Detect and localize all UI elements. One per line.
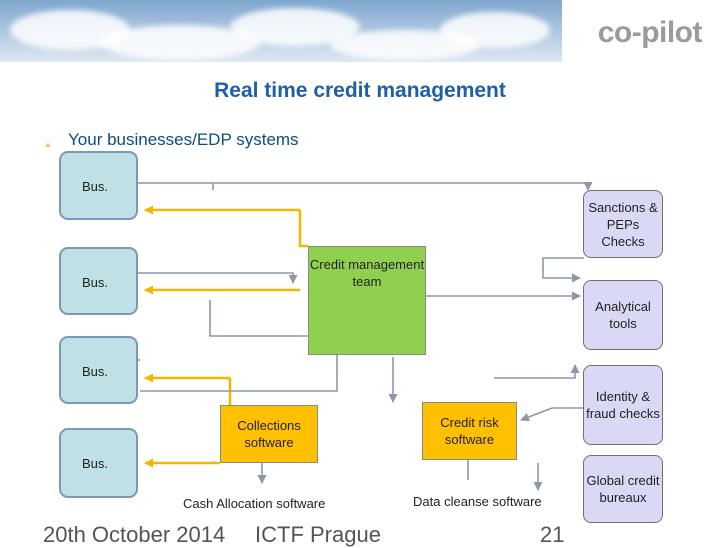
collections-box: Collections software: [220, 405, 318, 463]
header-banner: co-pilot: [0, 0, 720, 62]
page-number: 21: [540, 522, 565, 547]
co-pilot-logo: co-pilot: [597, 16, 703, 49]
bullet-icon: ▲: [44, 140, 52, 149]
identity-fraud-box: Identity & fraud checks: [583, 365, 663, 445]
footer-event: ICTF Prague: [255, 522, 381, 547]
data-cleanse-label: Data cleanse software: [413, 494, 542, 509]
bus-system-4: Bus.: [59, 428, 138, 498]
bus-label: Bus.: [82, 275, 109, 290]
identity-fraud-label: Identity & fraud checks: [586, 389, 660, 421]
page-title: Real time credit management: [214, 79, 506, 102]
global-bureaux-label: Global credit bureaux: [586, 473, 660, 505]
sanctions-box: Sanctions & PEPs Checks: [583, 190, 663, 258]
analytical-tools-box: Analytical tools: [583, 280, 663, 350]
bus-label: Bus.: [82, 456, 109, 471]
cash-allocation-label: Cash Allocation software: [183, 496, 326, 511]
global-bureaux-box: Global credit bureaux: [583, 455, 663, 523]
sky-image: [0, 0, 562, 62]
bus-label: Bus.: [82, 364, 109, 379]
credit-team-label: Credit management team: [309, 257, 425, 289]
footer-date: 20th October 2014: [43, 522, 226, 547]
logo-area: co-pilot: [562, 0, 720, 62]
bus-system-2: Bus.: [59, 247, 138, 315]
page-subtitle: Your businesses/EDP systems: [68, 130, 299, 149]
credit-team-box: Credit management team: [308, 246, 426, 355]
bus-label: Bus.: [82, 179, 109, 194]
sanctions-label: Sanctions & PEPs Checks: [588, 199, 658, 249]
bus-system-1: Bus.: [59, 151, 138, 220]
bus-system-3: Bus.: [59, 336, 138, 404]
credit-risk-label: Credit risk software: [440, 415, 499, 447]
collections-label: Collections software: [237, 418, 301, 450]
analytical-tools-label: Analytical tools: [595, 299, 651, 331]
credit-risk-box: Credit risk software: [422, 402, 517, 460]
